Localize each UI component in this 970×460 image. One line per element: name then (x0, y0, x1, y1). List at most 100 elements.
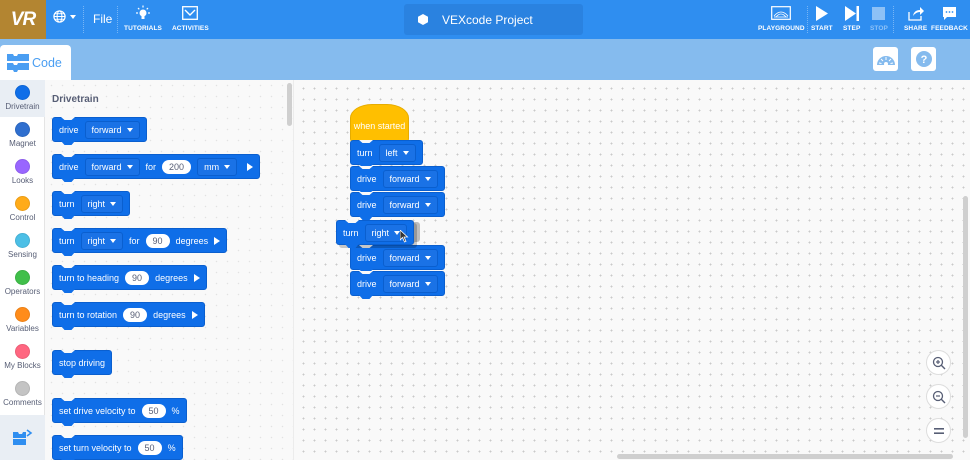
block-text: drive (357, 173, 377, 184)
block-drive[interactable]: drive forward (350, 166, 445, 191)
globe-icon (53, 10, 66, 23)
block-text: drive (357, 278, 377, 289)
play-arrow-icon (193, 273, 200, 282)
category-magnet[interactable]: Magnet (0, 117, 45, 154)
share-button[interactable]: SHARE (904, 4, 927, 32)
tab-code[interactable]: Code (0, 45, 71, 80)
hexagon-icon (418, 14, 428, 25)
extensions-button[interactable] (0, 415, 45, 460)
unit-dropdown[interactable]: mm (197, 157, 238, 176)
block-stop-driving[interactable]: stop driving (52, 350, 113, 375)
block-drive[interactable]: drive forward (350, 192, 445, 217)
heading-input[interactable]: 90 (125, 270, 150, 285)
direction-dropdown[interactable]: forward (382, 248, 438, 267)
angle-input[interactable]: 90 (145, 233, 170, 248)
equals-icon (933, 427, 944, 434)
rotation-input[interactable]: 90 (123, 307, 148, 322)
block-text: when started (353, 121, 406, 131)
block-turn[interactable]: turn right (52, 191, 131, 216)
activities-label: ACTIVITIES (172, 25, 209, 32)
project-title-field[interactable]: VEXcode Project (404, 4, 583, 35)
zoom-in-button[interactable] (926, 350, 951, 375)
block-drive[interactable]: drive forward (350, 245, 445, 270)
block-text: degrees (175, 235, 209, 246)
category-variables[interactable]: Variables (0, 302, 45, 339)
caret-down-icon (126, 127, 133, 132)
direction-dropdown[interactable]: forward (382, 169, 438, 188)
block-text: degrees (153, 309, 186, 320)
workspace-horizontal-scrollbar[interactable] (617, 454, 953, 459)
direction-dropdown[interactable]: left (378, 143, 416, 162)
direction-dropdown[interactable]: right (80, 194, 124, 213)
comments-dot-icon (15, 381, 30, 396)
block-turn-for[interactable]: turn right for 90 degrees (52, 228, 228, 253)
my-blocks-dot-icon (15, 344, 30, 359)
category-label: Operators (4, 287, 41, 296)
tutorials-label: TUTORIALS (124, 25, 162, 32)
palette-scrollbar[interactable] (287, 83, 292, 126)
caret-down-icon (424, 176, 431, 181)
dropdown-value: mm (204, 161, 220, 172)
category-my-blocks[interactable]: My Blocks (0, 339, 45, 376)
language-menu[interactable] (53, 10, 76, 23)
zoom-reset-button[interactable] (926, 418, 951, 443)
stop-label: STOP (870, 25, 888, 32)
block-turn-to-heading[interactable]: turn to heading 90 degrees (52, 265, 207, 290)
activities-button[interactable]: ACTIVITIES (172, 4, 209, 32)
divider (83, 6, 84, 33)
category-comments[interactable]: Comments (0, 376, 45, 413)
category-drivetrain[interactable]: Drivetrain (0, 80, 45, 117)
direction-dropdown[interactable]: forward (84, 120, 140, 139)
activities-icon (182, 6, 199, 20)
stop-button[interactable]: STOP (870, 4, 888, 32)
dashboard-button[interactable] (873, 47, 898, 71)
block-text: turn (357, 147, 373, 158)
feedback-button[interactable]: FEEDBACK (931, 4, 968, 32)
block-drive[interactable]: drive forward (350, 271, 445, 296)
distance-input[interactable]: 200 (162, 159, 192, 174)
direction-dropdown[interactable]: forward (382, 274, 438, 293)
dropdown-value: forward (389, 278, 420, 289)
workspace-vertical-scrollbar[interactable] (963, 196, 968, 438)
block-when-started[interactable]: when started (350, 104, 409, 142)
playground-button[interactable]: PLAYGROUND (758, 4, 805, 32)
step-icon (844, 5, 859, 21)
block-set-turn-velocity[interactable]: set turn velocity to 50 % (52, 435, 183, 460)
velocity-input[interactable]: 50 (141, 403, 166, 418)
drivetrain-dot-icon (15, 85, 30, 100)
block-text: for (129, 235, 140, 246)
block-text: drive (59, 161, 79, 172)
zoom-out-button[interactable] (926, 384, 951, 409)
block-turn[interactable]: turn left (350, 140, 423, 165)
category-sensing[interactable]: Sensing (0, 228, 45, 265)
block-drive-for[interactable]: drive forward for 200 mm (52, 154, 261, 179)
start-button[interactable]: START (811, 4, 833, 32)
tab-code-label: Code (32, 55, 62, 70)
help-button[interactable]: ? (911, 47, 936, 71)
velocity-input[interactable]: 50 (137, 440, 162, 455)
zoom-in-icon (932, 356, 945, 369)
block-set-drive-velocity[interactable]: set drive velocity to 50 % (52, 398, 187, 423)
block-turn-to-rotation[interactable]: turn to rotation 90 degrees (52, 302, 205, 327)
project-title: VEXcode Project (442, 12, 533, 27)
file-menu[interactable]: File (93, 12, 113, 26)
block-drive[interactable]: drive forward (52, 117, 147, 142)
category-looks[interactable]: Looks (0, 154, 45, 191)
direction-dropdown[interactable]: forward (382, 195, 438, 214)
direction-dropdown[interactable]: forward (84, 157, 140, 176)
play-arrow-icon (191, 310, 198, 319)
dropdown-value: right (87, 235, 106, 246)
vr-logo[interactable]: VR (0, 0, 46, 39)
play-arrow-icon (214, 236, 221, 245)
caret-down-icon (402, 150, 409, 155)
direction-dropdown[interactable]: right (364, 223, 408, 242)
category-control[interactable]: Control (0, 191, 45, 228)
magnet-dot-icon (15, 122, 30, 137)
category-operators[interactable]: Operators (0, 265, 45, 302)
tutorials-button[interactable]: TUTORIALS (124, 4, 162, 32)
block-text: % (167, 442, 176, 453)
share-icon (907, 6, 924, 21)
block-text: turn (59, 198, 75, 209)
step-button[interactable]: STEP (843, 4, 860, 32)
direction-dropdown[interactable]: right (80, 231, 124, 250)
